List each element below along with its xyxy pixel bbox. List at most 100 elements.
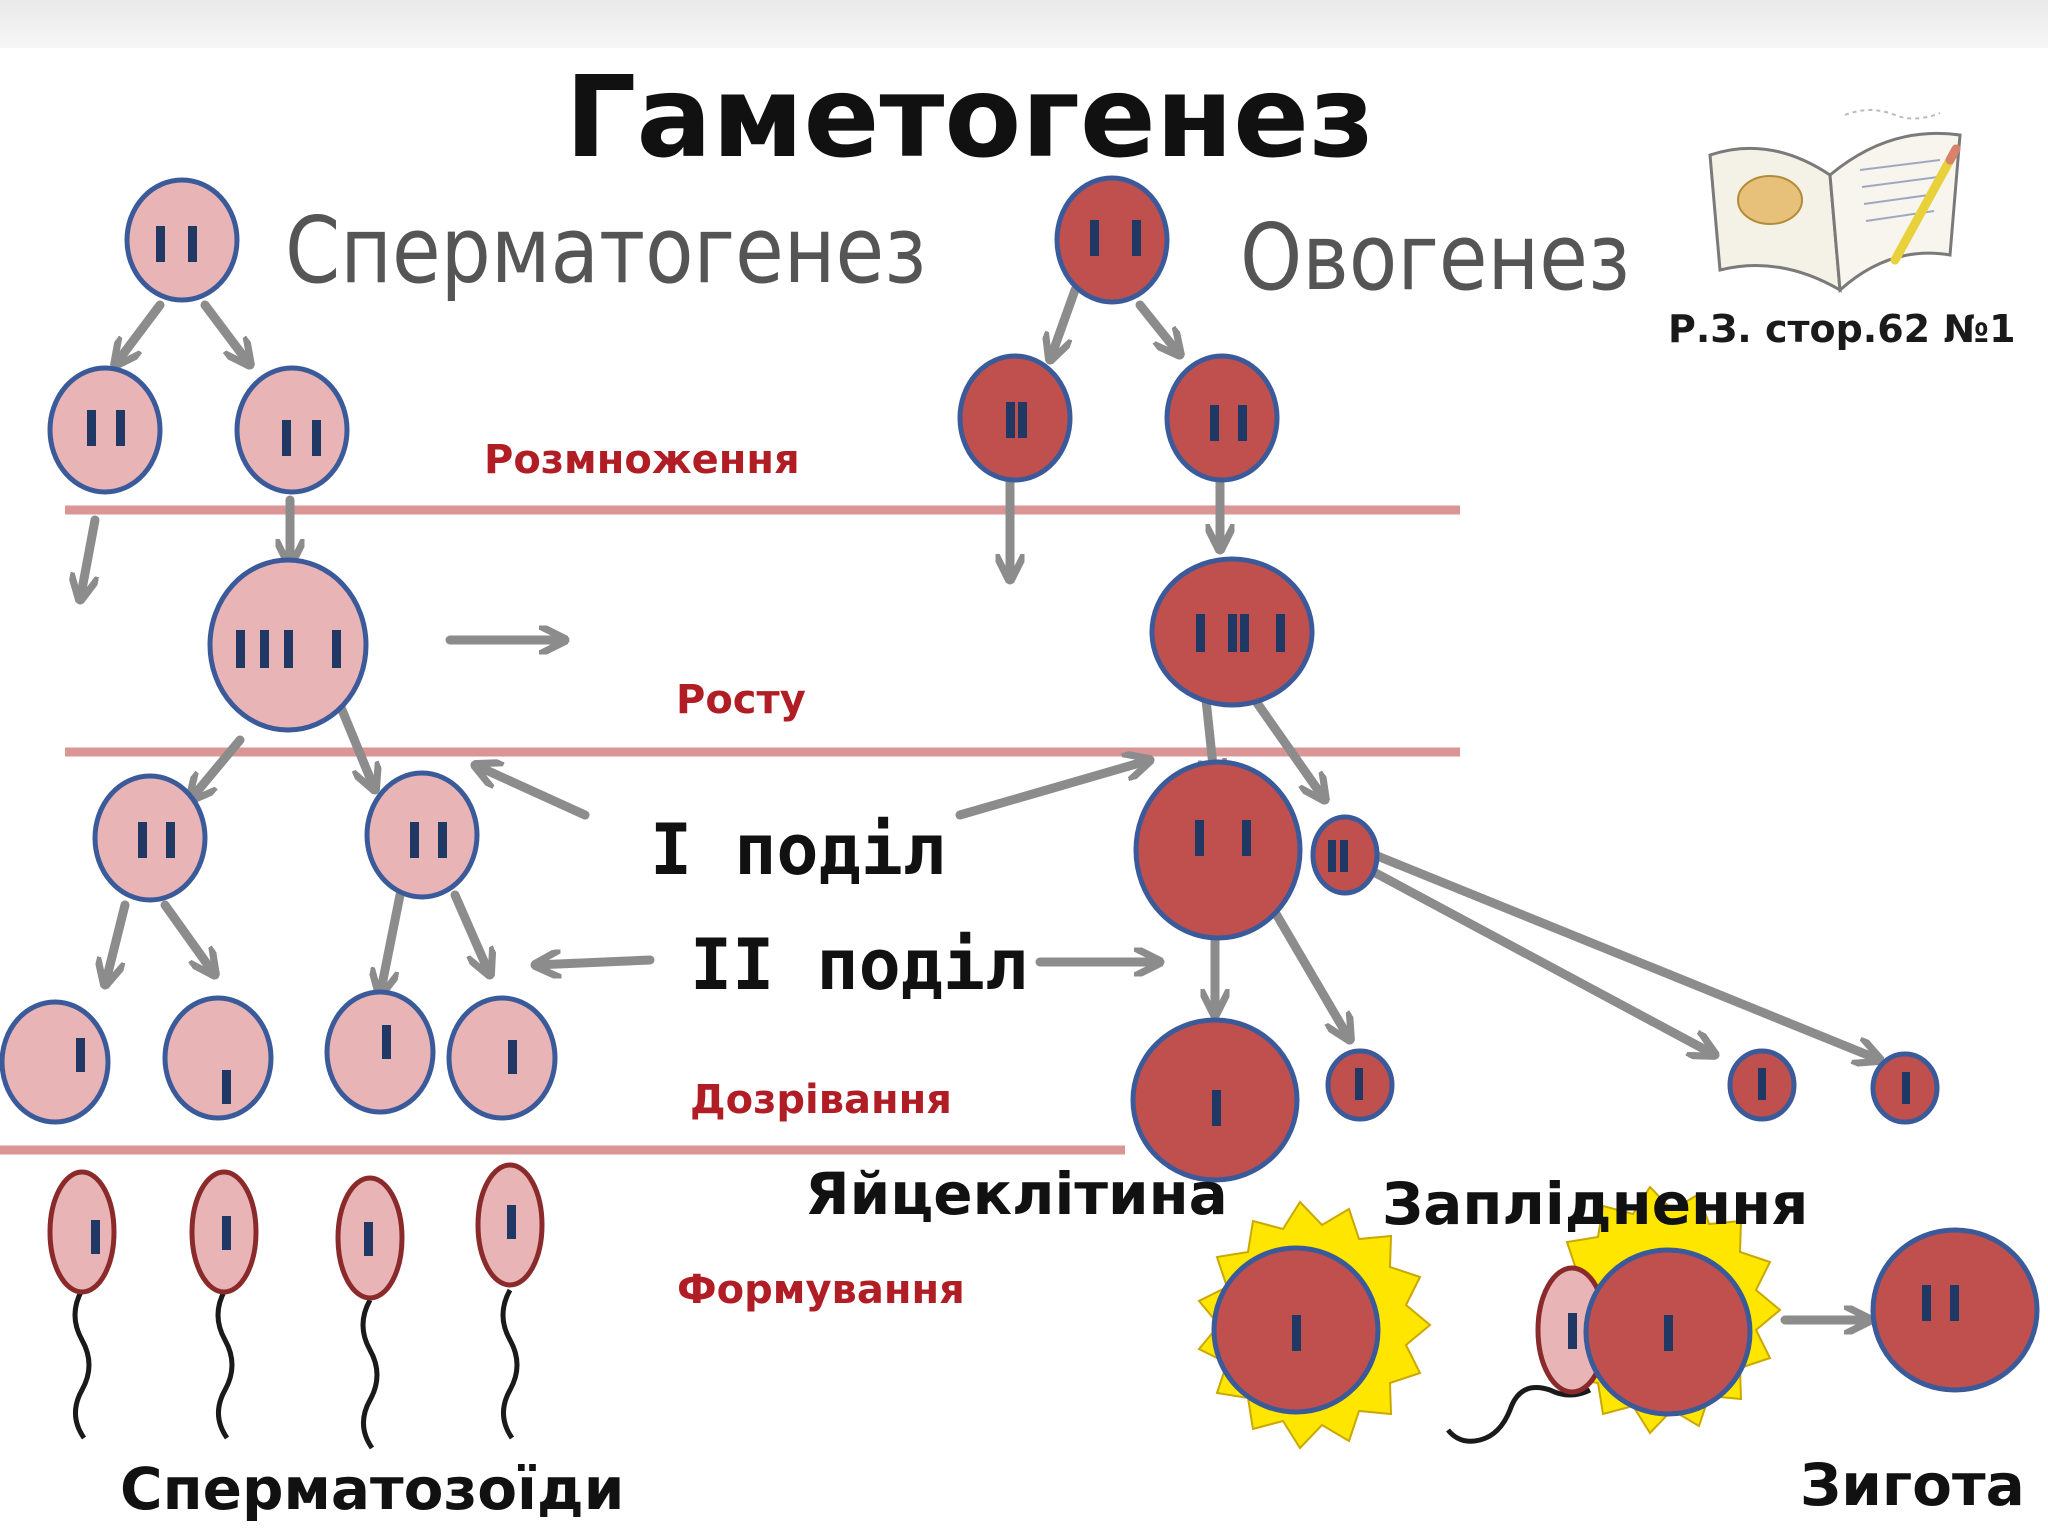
arrow	[80, 515, 100, 600]
chromosome	[284, 630, 293, 668]
chromosome	[1212, 1090, 1221, 1126]
chromosome	[508, 1040, 517, 1074]
arrow	[190, 735, 245, 800]
spermatogonium	[47, 365, 163, 495]
label-second-division: II поділ	[690, 924, 1028, 1006]
secondary-oocyte	[1133, 759, 1303, 941]
chromosome	[410, 822, 419, 858]
chromosome	[188, 226, 197, 262]
arrows	[80, 285, 1880, 1320]
spermatogonium	[124, 177, 240, 303]
page-title: Гаметогенез	[565, 53, 1375, 183]
spermatogenesis-cells	[0, 177, 558, 1125]
chromosome	[1664, 1315, 1673, 1351]
sperm-head	[47, 1169, 117, 1295]
arrow	[200, 300, 250, 365]
chromosome	[1758, 1068, 1766, 1100]
chromosome	[1196, 614, 1205, 652]
sperm-tail	[360, 1298, 380, 1450]
chromosome	[76, 1038, 85, 1072]
oogonium	[1054, 175, 1170, 305]
sperm-tail	[1446, 1385, 1592, 1444]
chromosome	[332, 630, 341, 668]
stage-label-maturation: Дозрівання	[690, 1077, 952, 1123]
arrow	[1135, 300, 1180, 355]
label-first-division: I поділ	[650, 809, 946, 891]
spermatid	[162, 995, 274, 1121]
label-egg-cell: Яйцеклітина	[805, 1160, 1228, 1228]
chromosomes	[76, 220, 1959, 1351]
chromosome	[507, 1205, 516, 1239]
chromosome	[1355, 1068, 1363, 1100]
spermatogonium	[234, 365, 350, 495]
textbook-reference: Р.З. стор.62 №1	[1668, 307, 2016, 351]
chromosome	[1276, 614, 1285, 652]
chromosome	[1328, 840, 1336, 872]
oogonium	[1164, 353, 1280, 483]
arrow	[105, 900, 130, 985]
chromosome	[87, 410, 96, 446]
stage-label-growth: Росту	[676, 677, 806, 723]
spermatid	[0, 999, 111, 1125]
label-zygote: Зигота	[1800, 1451, 2025, 1519]
label-fertilization: Запліднення	[1382, 1170, 1809, 1238]
chromosome	[1240, 614, 1249, 652]
chromosome	[1210, 405, 1219, 441]
secondary-spermatocyte	[92, 773, 208, 903]
spermatid	[324, 989, 436, 1115]
stage-lines	[0, 505, 1460, 1155]
chromosome	[236, 630, 245, 668]
chromosome	[1006, 402, 1015, 438]
slide-top-bar	[0, 0, 2048, 48]
chromosome	[1090, 220, 1099, 256]
chromosome	[1568, 1313, 1577, 1349]
secondary-spermatocyte	[364, 770, 480, 900]
chromosome	[222, 1070, 231, 1104]
spermatid	[446, 995, 558, 1121]
chromosome	[1902, 1072, 1910, 1104]
stage-label-reproduction: Розмноження	[484, 437, 800, 483]
arrow	[955, 760, 1150, 820]
chromosome	[1340, 840, 1348, 872]
arrow	[335, 700, 375, 790]
chromosome	[438, 822, 447, 858]
chromosome	[1018, 402, 1027, 438]
chromosome	[138, 822, 147, 858]
chromosome	[1238, 405, 1247, 441]
chromosome	[91, 1220, 100, 1254]
chromosome	[282, 420, 291, 456]
arrow	[160, 900, 215, 975]
chromosome	[312, 420, 321, 456]
chromosome	[166, 822, 175, 858]
stage-label-formation: Формування	[677, 1267, 965, 1313]
heading-spermatogenesis: Сперматогенез	[285, 197, 927, 304]
sperm-tail	[72, 1288, 92, 1440]
chromosome	[1132, 220, 1141, 256]
arrow	[1050, 285, 1080, 360]
arrow	[1250, 695, 1325, 800]
chromosome	[222, 1216, 231, 1250]
arrow	[1260, 890, 1350, 1040]
chromosome	[156, 226, 165, 262]
chromosome	[1950, 1285, 1959, 1321]
arrow	[115, 300, 165, 365]
chromosome	[1242, 820, 1251, 856]
chromosome	[260, 630, 269, 668]
chromosome	[1195, 820, 1204, 856]
arrow	[380, 890, 405, 995]
arrow	[530, 960, 655, 965]
chromosome	[364, 1222, 373, 1256]
arrow	[1370, 850, 1880, 1060]
sperm-tail	[215, 1288, 235, 1440]
arrow	[450, 890, 490, 975]
chromosome	[1228, 614, 1237, 652]
heading-oogenesis: Овогенез	[1240, 204, 1631, 311]
chromosome	[116, 410, 125, 446]
arrow	[475, 765, 590, 820]
label-spermatozoa: Сперматозоїди	[120, 1455, 625, 1523]
open-book-icon	[1708, 109, 1962, 294]
chromosome	[1292, 1315, 1301, 1351]
arrow	[1365, 865, 1715, 1055]
